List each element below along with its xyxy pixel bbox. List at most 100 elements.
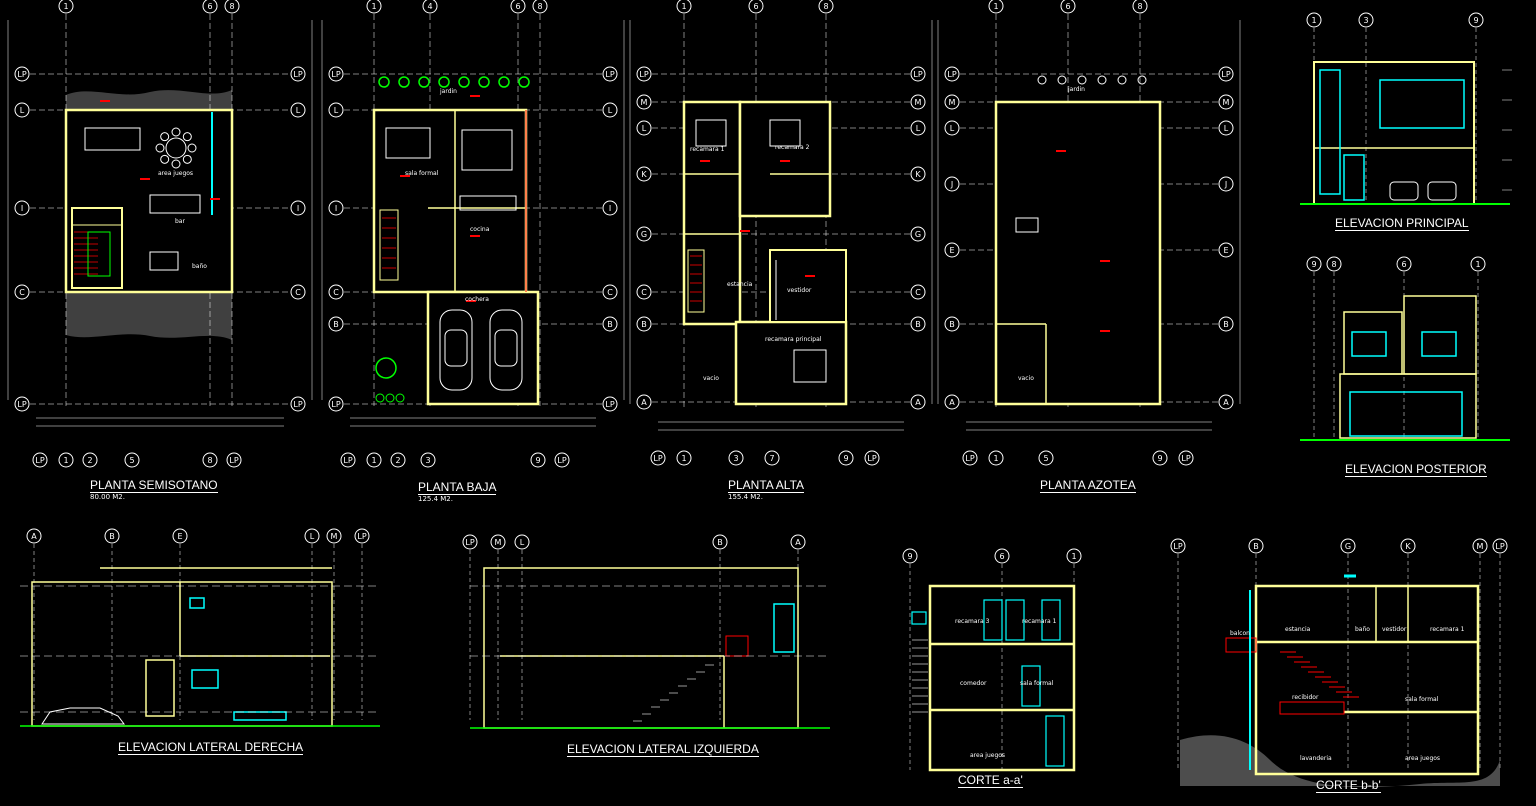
elev-izquierda-b3-circle xyxy=(712,534,728,550)
alta-row-bubble-left-1-circle xyxy=(636,94,652,110)
semisotano-chair-4 xyxy=(155,143,165,153)
label-balcon: balcon xyxy=(1230,630,1250,637)
semisotano-bathroom-fixtures xyxy=(87,231,111,277)
semisotano-b5-text: 5 xyxy=(129,456,134,465)
baja-bush-0 xyxy=(375,393,385,403)
baja-car-1 xyxy=(489,309,523,391)
baja-row-bubble-right-0-circle xyxy=(602,66,618,82)
elev-principal-tall-window xyxy=(1319,69,1341,195)
semisotano-b2-text: 2 xyxy=(87,456,92,465)
azotea-col-bubble-top-0-text: 1 xyxy=(993,2,998,11)
alta-row-bubble-right-3-text: K xyxy=(915,170,921,179)
azotea-row-bubble-right-3-circle xyxy=(1218,176,1234,192)
baja-shrub-6 xyxy=(498,76,510,88)
baja-row-bubble-left-0-circle xyxy=(328,66,344,82)
label-bano-semi: baño xyxy=(192,263,207,270)
semisotano-stair-box xyxy=(71,207,123,289)
corte-b-b5-circle xyxy=(1492,538,1508,554)
baja-car-roof-0 xyxy=(444,329,468,367)
label-sala-formal: sala formal xyxy=(405,170,439,177)
corte-a-side-window xyxy=(911,611,927,625)
azotea-row-bubble-right-2-circle xyxy=(1218,120,1234,136)
azotea-row-bubble-right-0-circle xyxy=(1218,66,1234,82)
baja-row-bubble-left-5-text: LP xyxy=(331,400,340,409)
elev-derecha-small-window xyxy=(189,597,205,609)
baja-row-bubble-right-0-text: LP xyxy=(605,70,614,79)
elev-derecha-b5-circle xyxy=(354,528,370,544)
semisotano-col-bubble-top-2-circle xyxy=(224,0,240,14)
corte-b-b0-text: LP xyxy=(1173,542,1182,551)
azotea-row-bubble-right-5-text: B xyxy=(1223,320,1229,329)
elev-izquierda-b2-text: L xyxy=(520,538,525,547)
baja-row-bubble-left-2-text: I xyxy=(335,204,337,213)
semisotano-blp2-text: LP xyxy=(229,456,238,465)
semisotano-row-bubble-left-0-circle xyxy=(14,66,30,82)
semisotano-row-bubble-right-1-circle xyxy=(290,102,306,118)
baja-shrub-1 xyxy=(398,76,410,88)
elev-principal-outline xyxy=(1313,61,1475,205)
scale-alta: 155.4 M2. xyxy=(728,493,763,501)
corte-b-b0-circle xyxy=(1170,538,1186,554)
azotea-row-bubble-right-6-text: A xyxy=(1223,398,1229,407)
baja-b9-circle xyxy=(530,452,546,468)
alta-row-bubble-right-0-circle xyxy=(910,66,926,82)
alta-row-bubble-right-6-text: B xyxy=(915,320,921,329)
azotea-dim-3 xyxy=(1100,330,1110,332)
alta-b9-text: 9 xyxy=(843,454,848,463)
alta-closet-block xyxy=(769,249,847,323)
semisotano-round-table xyxy=(165,137,187,159)
semisotano-col-bubble-top-2-text: 8 xyxy=(229,2,234,11)
azotea-blp-text: LP xyxy=(965,454,974,463)
baja-b9-text: 9 xyxy=(535,456,540,465)
azotea-row-bubble-left-3-circle xyxy=(944,176,960,192)
semisotano-sofa xyxy=(84,127,141,151)
semisotano-b5-circle xyxy=(124,452,140,468)
elev-izquierda-b1-text: M xyxy=(495,538,502,547)
azotea-row-bubble-left-0-text: LP xyxy=(947,70,956,79)
semisotano-b1-text: 1 xyxy=(63,456,68,465)
corte-a-door-3 xyxy=(1041,599,1061,641)
label-recamara-ppal: recamara principal xyxy=(765,336,822,343)
baja-dim-1 xyxy=(470,95,480,97)
alta-row-bubble-right-2-circle xyxy=(910,120,926,136)
azotea-plant-5 xyxy=(1137,75,1147,85)
title-planta-azotea: PLANTA AZOTEA xyxy=(1040,478,1136,493)
baja-row-bubble-left-2-circle xyxy=(328,200,344,216)
baja-dim-2 xyxy=(400,175,410,177)
baja-col-bubble-top-2-circle xyxy=(510,0,526,14)
semisotano-row-bubble-left-2-text: I xyxy=(21,204,23,213)
alta-col-bubble-top-2-text: 8 xyxy=(823,2,828,11)
azotea-row-bubble-right-4-text: E xyxy=(1223,246,1228,255)
baja-living-sofa xyxy=(385,127,431,159)
semisotano-row-bubble-right-0-text: LP xyxy=(293,70,302,79)
elev-posterior-b3-circle xyxy=(1470,256,1486,272)
baja-shrub-2 xyxy=(418,76,430,88)
semisotano-chair-7 xyxy=(182,132,192,142)
alta-blp2-text: LP xyxy=(867,454,876,463)
baja-row-bubble-left-1-circle xyxy=(328,102,344,118)
semisotano-row-bubble-left-2-circle xyxy=(14,200,30,216)
label-recamara-1-corte: recamara 1 xyxy=(1022,618,1057,625)
label-area-juegos: area juegos xyxy=(158,170,194,177)
baja-car-roof-1 xyxy=(494,329,518,367)
alta-b1-text: 1 xyxy=(681,454,686,463)
semisotano-blp-text: LP xyxy=(35,456,44,465)
elev-posterior-ground-box xyxy=(1339,373,1477,439)
scale-baja: 125.4 M2. xyxy=(418,495,453,503)
baja-row-bubble-right-5-circle xyxy=(602,396,618,412)
semisotano-row-bubble-right-4-text: LP xyxy=(293,400,302,409)
azotea-plant-0 xyxy=(1037,75,1047,85)
alta-col-bubble-top-0-text: 1 xyxy=(681,2,686,11)
label-lavanderia: lavanderia xyxy=(1300,755,1332,762)
elev-derecha-low-window xyxy=(233,711,287,721)
label-bano-corte: baño xyxy=(1355,626,1370,633)
azotea-b5-text: 5 xyxy=(1043,454,1048,463)
baja-b2-circle xyxy=(390,452,406,468)
alta-row-bubble-left-4-text: G xyxy=(641,230,647,239)
alta-dim-1 xyxy=(700,160,710,162)
baja-row-bubble-right-2-circle xyxy=(602,200,618,216)
label-cochera: cochera xyxy=(465,296,489,303)
semisotano-row-bubble-right-2-circle xyxy=(290,200,306,216)
